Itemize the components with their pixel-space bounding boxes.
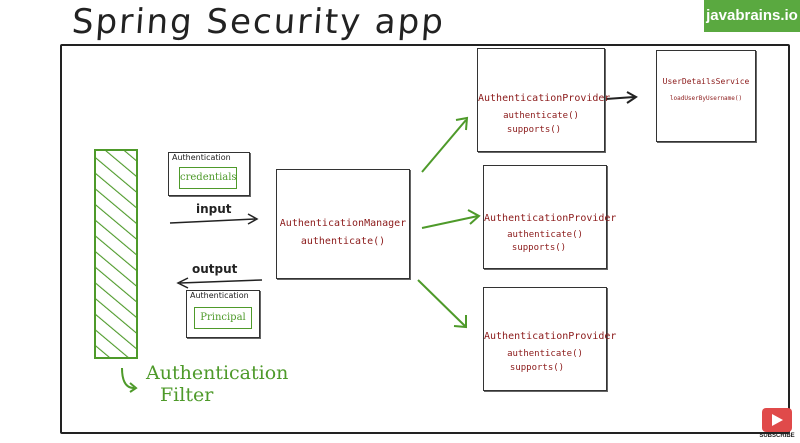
provider-1-authenticate: authenticate() [503, 111, 579, 121]
user-details-service-box: UserDetailsService loadUserByUsername() [656, 50, 756, 142]
authentication-filter-bar [94, 149, 138, 359]
authentication-filter-label: Authentication Filter [146, 362, 288, 406]
principal-label: Principal [200, 312, 246, 323]
manager-method: authenticate() [300, 236, 386, 247]
manager-name: AuthenticationManager [279, 218, 407, 229]
output-authentication-label: Authentication [190, 291, 249, 300]
input-label: input [196, 202, 232, 216]
subscribe-label: SUBSCRIBE [759, 433, 795, 439]
output-arrow [179, 279, 263, 284]
credentials-box: credentials [179, 167, 237, 189]
provider-to-userdetails-arrow [605, 96, 635, 100]
input-authentication-object: Authentication credentials [168, 152, 250, 196]
filter-label-line2: Filter [160, 384, 214, 406]
provider-1-name: AuthenticationProvider [478, 93, 611, 104]
input-authentication-label: Authentication [172, 153, 231, 162]
principal-box: Principal [194, 307, 252, 329]
authentication-provider-1-box: AuthenticationProvider authenticate() su… [477, 48, 611, 152]
play-triangle-icon [772, 414, 783, 426]
subscribe-button[interactable]: SUBSCRIBE [759, 406, 795, 440]
provider-2-authenticate: authenticate() [507, 230, 583, 240]
input-arrow [169, 218, 256, 224]
output-label: output [192, 262, 238, 276]
provider-2-name: AuthenticationProvider [484, 213, 617, 224]
load-user-by-username-method: loadUserByUsername() [669, 95, 743, 102]
output-authentication-object: Authentication Principal [186, 290, 260, 338]
filter-hook-icon [121, 367, 135, 389]
provider-1-supports: supports() [506, 125, 562, 135]
manager-to-provider-3-arrow [417, 279, 466, 327]
credentials-label: credentials [180, 172, 237, 183]
authentication-provider-3-box: AuthenticationProvider authenticate() su… [483, 287, 617, 391]
brand-logo[interactable]: javabrains.io [704, 0, 800, 32]
app-boundary [60, 44, 790, 434]
provider-3-authenticate: authenticate() [507, 349, 583, 359]
manager-to-provider-2-arrow [421, 215, 479, 229]
user-details-service-name: UserDetailsService [662, 77, 750, 86]
authentication-provider-2-box: AuthenticationProvider authenticate() su… [483, 165, 617, 269]
provider-3-name: AuthenticationProvider [484, 331, 617, 342]
authentication-manager-box: AuthenticationManager authenticate() [276, 169, 410, 279]
provider-3-supports: supports() [509, 363, 565, 373]
manager-to-provider-1-arrow [421, 119, 467, 173]
provider-2-supports: supports() [511, 243, 567, 253]
filter-label-line1: Authentication [146, 362, 289, 384]
